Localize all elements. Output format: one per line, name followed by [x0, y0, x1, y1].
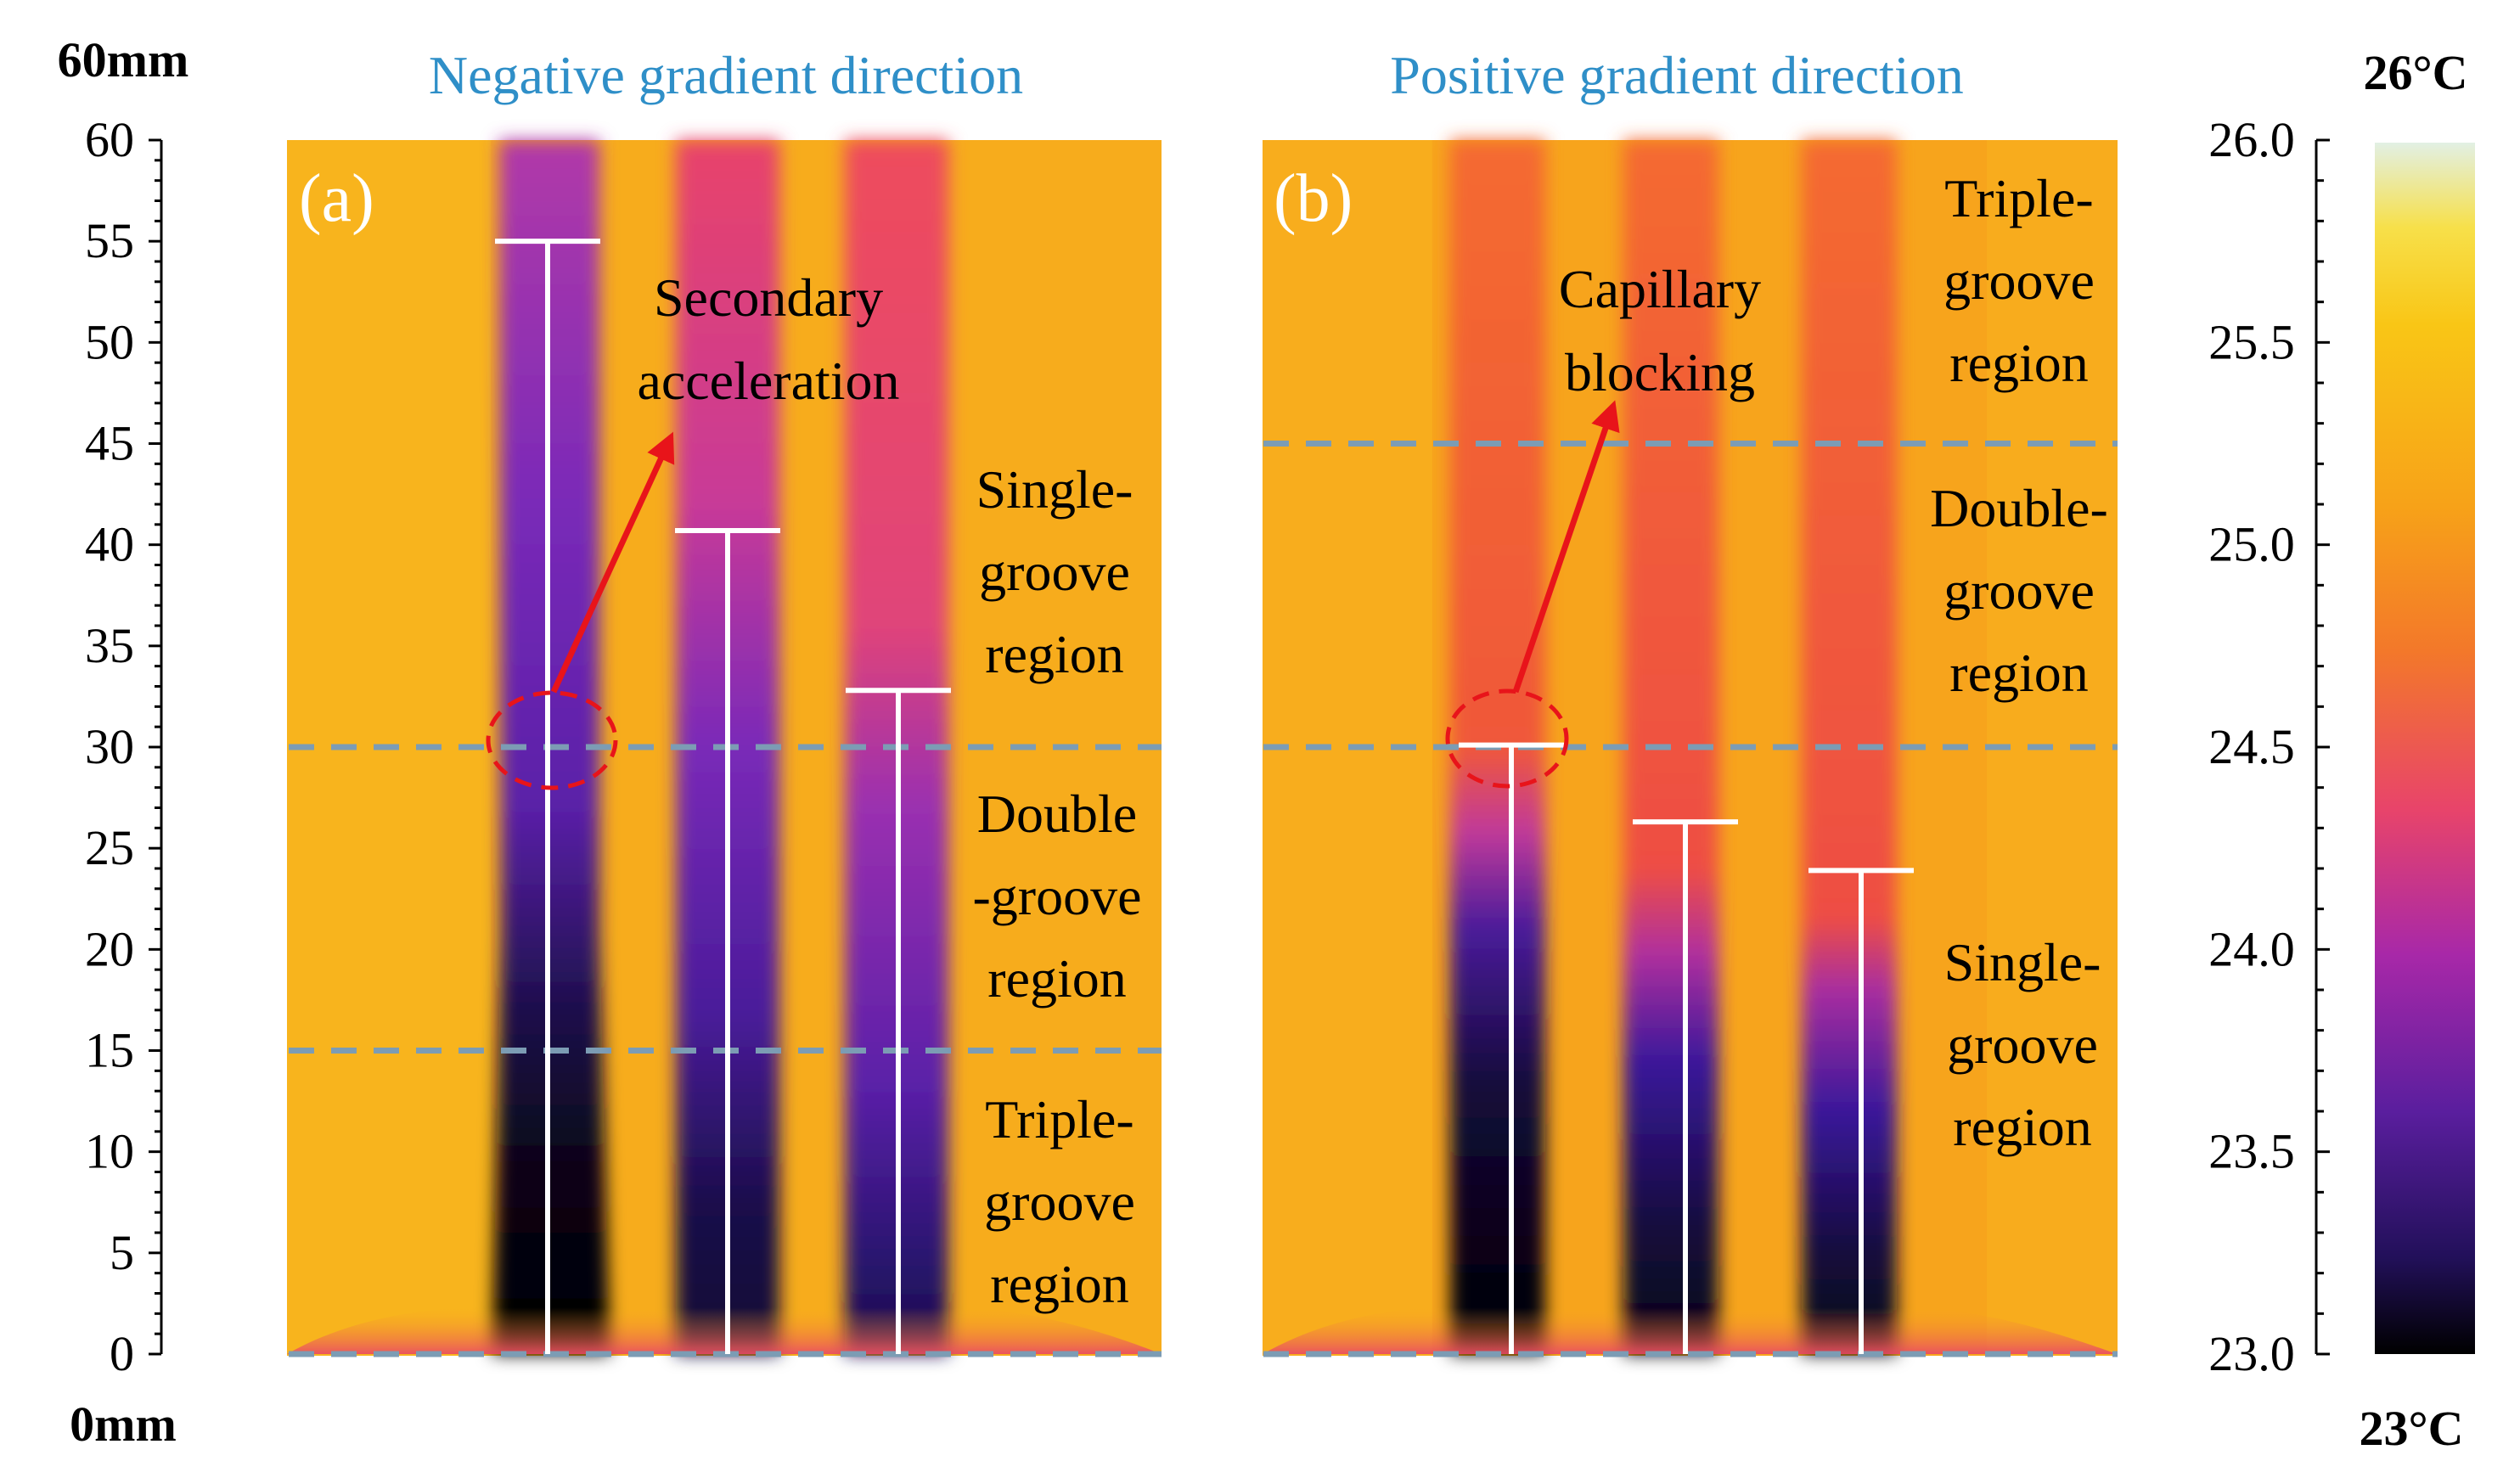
colorbar-tick-label: 25.5 [2208, 314, 2295, 369]
panel-b-arrow [1512, 400, 1620, 694]
region-label-line: groove [1947, 1014, 2098, 1075]
panel-a-arrow [550, 431, 675, 694]
axis-tick-label: 30 [85, 719, 134, 774]
colorbar-tick-label: 25.0 [2208, 517, 2295, 572]
axis-tick-label: 15 [85, 1023, 134, 1078]
region-label-line: Single- [976, 459, 1133, 520]
region-label-line: region [987, 948, 1127, 1009]
colorbar-ticks: 23.0 23.5 24.0 24.5 25.0 25.5 26.0 [2208, 112, 2330, 1381]
axis-tick-label: 25 [85, 820, 134, 875]
region-label-line: Triple- [1944, 168, 2093, 228]
left-axis-ticks: 0 5 10 15 20 25 30 35 40 45 50 55 60 [85, 112, 161, 1381]
panel-a-highlight-circle [486, 690, 618, 790]
panel-a-title: Negative gradient direction [429, 45, 1023, 105]
region-label-line: Double [977, 784, 1137, 844]
region-label-line: region [990, 1254, 1129, 1314]
region-label-line: groove [1943, 560, 2095, 621]
colorbar-tick-label: 26.0 [2208, 112, 2295, 167]
panel-a-liquid-fronts [495, 239, 951, 1354]
axis-tick-label: 5 [110, 1225, 134, 1280]
axis-tick-label: 0 [110, 1326, 134, 1381]
colorbar-tick-label: 23.5 [2208, 1124, 2295, 1179]
panel-a-region-label-3: Triple- groove region [984, 1089, 1135, 1314]
panel-a-annotation-line2: acceleration [637, 351, 899, 411]
panel-b-annotation-line1: Capillary [1559, 259, 1761, 319]
region-label-line: Double- [1930, 478, 2108, 538]
panel-b-region-label-2: Double- groove region [1930, 478, 2108, 703]
colorbar-tick-label: 24.0 [2208, 921, 2295, 976]
axis-tick-label: 20 [85, 921, 134, 976]
panel-a-label: (a) [299, 161, 374, 236]
axis-tick-label: 10 [85, 1124, 134, 1179]
panel-b-region-boundaries [1263, 441, 2118, 1357]
axis-tick-label: 50 [85, 314, 134, 369]
panel-b-region-label-3: Single- groove region [1944, 932, 2101, 1157]
axis-top-label: 60mm [58, 32, 189, 87]
region-label-line: region [1949, 643, 2089, 703]
colorbar-top-label: 26°C [2363, 45, 2467, 100]
region-label-line: region [1953, 1097, 2092, 1157]
panel-a-region-label-1: Single- groove region [976, 459, 1133, 684]
axis-tick-label: 60 [85, 112, 134, 167]
panel-b-title: Positive gradient direction [1390, 45, 1963, 105]
axis-tick-label: 40 [85, 517, 134, 572]
panel-b-label: (b) [1274, 161, 1353, 236]
region-label-line: region [1949, 333, 2089, 393]
axis-tick-label: 35 [85, 618, 134, 673]
region-label-line: groove [984, 1172, 1135, 1232]
colorbar-bottom-label: 23°C [2359, 1401, 2463, 1456]
colorbar-tick-label: 24.5 [2208, 719, 2295, 774]
panel-b-highlight-circle [1445, 688, 1569, 789]
region-label-line: Triple- [985, 1089, 1133, 1149]
axis-bottom-label: 0mm [70, 1397, 177, 1452]
region-label-line: Single- [1944, 932, 2101, 992]
panel-b-region-label-1: Triple- groove region [1943, 168, 2095, 393]
region-label-line: region [985, 624, 1124, 684]
axis-tick-label: 55 [85, 213, 134, 268]
panel-b-liquid-fronts [1459, 742, 1914, 1354]
region-label-line: groove [1943, 250, 2095, 311]
panel-a-region-label-2: Double -groove region [972, 784, 1141, 1009]
panel-b-annotation-line2: blocking [1565, 342, 1755, 402]
panel-a-annotation-line1: Secondary [654, 267, 883, 328]
region-label-line: groove [979, 542, 1130, 602]
axis-tick-label: 45 [85, 416, 134, 471]
colorbar-tick-label: 23.0 [2208, 1326, 2295, 1381]
colorbar [2375, 143, 2475, 1354]
region-label-line: -groove [972, 866, 1141, 926]
